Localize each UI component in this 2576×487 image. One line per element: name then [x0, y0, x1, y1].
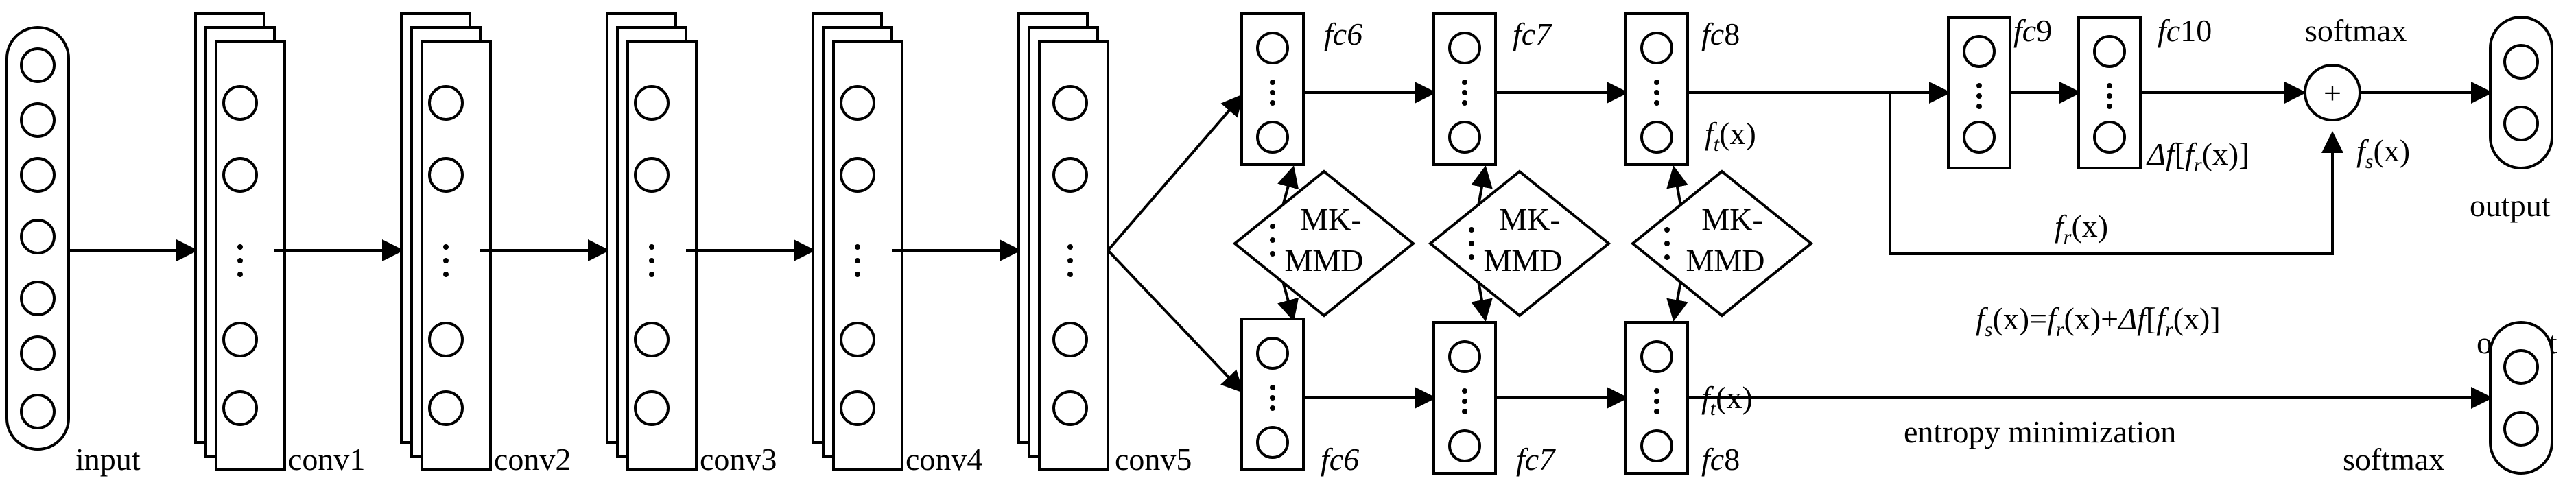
mkmmd-1-line2: MMD — [1284, 243, 1363, 278]
fc7-top-label: fc7 — [1513, 16, 1552, 51]
fc8-top-layer — [1624, 12, 1689, 166]
mkmmd-diamond-3 — [1630, 169, 1814, 318]
softmax-bottom-label: softmax — [2343, 442, 2444, 477]
fc8-bottom-label: fc8 — [1701, 442, 1740, 477]
input-label: input — [75, 442, 141, 477]
ft-bottom-label: ft(x) — [1701, 380, 1753, 420]
arrow-conv5-fc6-bottom — [1107, 249, 1244, 393]
fc6-top-layer — [1240, 12, 1305, 166]
input-layer — [5, 26, 70, 451]
conv2-layer — [400, 12, 492, 471]
fc7-top-layer — [1432, 12, 1497, 166]
fc6-bottom-label: fc6 — [1321, 442, 1359, 477]
output-bottom-node — [2489, 321, 2553, 475]
conv1-layer — [194, 12, 286, 471]
mkmmd-3-line1: MK- — [1701, 202, 1762, 237]
delta-f-label: Δf[fr(x)] — [2146, 136, 2249, 176]
fc8-top-label: fc8 — [1701, 16, 1740, 51]
mkmmd-2-line2: MMD — [1483, 243, 1562, 278]
mkmmd-1-line1: MK- — [1300, 202, 1361, 237]
fc7-bottom-label: fc7 — [1516, 442, 1556, 477]
ft-top-label: ft(x) — [1705, 116, 1756, 156]
mkmmd-diamond-2 — [1428, 169, 1611, 318]
conv3-label: conv3 — [700, 442, 777, 477]
fc10-layer — [2077, 16, 2142, 169]
mkmmd-diamond-1 — [1232, 169, 1416, 318]
conv4-label: conv4 — [906, 442, 982, 477]
ellipsis-mid1 — [1469, 227, 1474, 260]
ellipsis-mid2 — [1664, 227, 1670, 260]
residual-path — [1889, 93, 2343, 255]
mkmmd-2-line1: MK- — [1499, 202, 1560, 237]
entropy-label: entropy minimization — [1904, 414, 2176, 449]
arrow-mmd3-fc8-bottom — [1666, 281, 1688, 322]
conv4-layer — [812, 12, 903, 471]
fc8-bottom-layer — [1624, 321, 1689, 475]
fs-label: fs(x) — [2356, 133, 2410, 173]
conv5-layer — [1017, 12, 1109, 471]
conv5-label: conv5 — [1115, 442, 1192, 477]
sum-plus: + — [2324, 75, 2341, 110]
arrow-mmd1-fc6-top — [1277, 165, 1299, 206]
conv3-layer — [606, 12, 698, 471]
fr-label: fr(x) — [2055, 209, 2108, 248]
ellipsis-left — [1270, 224, 1275, 257]
fc6-bottom-layer — [1240, 318, 1305, 471]
output-top-node — [2489, 16, 2553, 169]
arrow-conv5-fc6-top — [1107, 93, 1244, 252]
fc9-label: fc9 — [2013, 13, 2052, 48]
conv2-label: conv2 — [494, 442, 571, 477]
fc6-top-label: fc6 — [1324, 16, 1362, 51]
output-top-label: output — [2470, 188, 2551, 223]
fc10-label: fc10 — [2158, 13, 2212, 48]
arrow-mmd1-fc6-bottom — [1277, 281, 1299, 322]
conv1-label: conv1 — [288, 442, 365, 477]
mkmmd-3-line2: MMD — [1686, 243, 1764, 278]
arrow-mmd2-fc7-top — [1471, 165, 1493, 206]
softmax-top-label: softmax — [2305, 13, 2407, 48]
fc9-layer — [1947, 16, 2011, 169]
arrow-mmd3-fc8-top — [1666, 165, 1688, 206]
arrow-mmd2-fc7-bottom — [1471, 281, 1493, 322]
equation-label: fs(x)=fr(x)+Δf[fr(x)] — [1976, 301, 2221, 341]
fc7-bottom-layer — [1432, 321, 1497, 475]
